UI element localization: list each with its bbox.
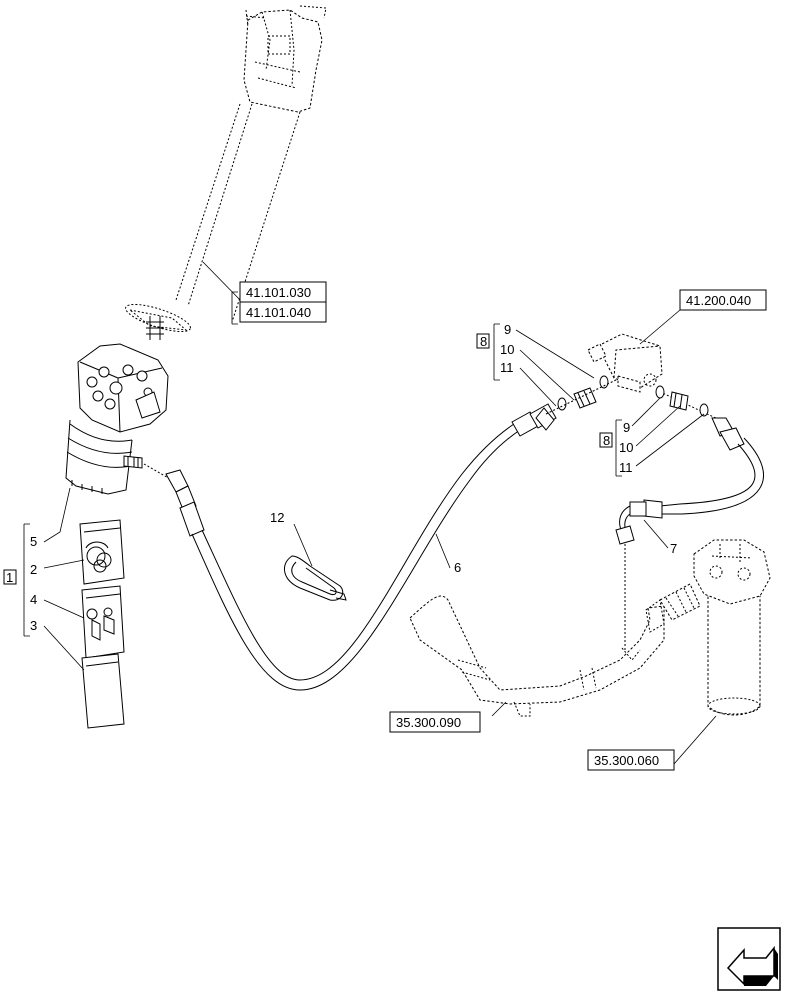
callout-5: 5 xyxy=(30,534,37,549)
steering-column xyxy=(125,5,327,340)
callout-6: 6 xyxy=(454,560,461,575)
callout-2: 2 xyxy=(30,562,37,577)
kit-box xyxy=(3,569,17,585)
callout-11-upper: 11 xyxy=(500,360,514,375)
callout-8-lower: 8 xyxy=(603,433,610,448)
fitting-set-upper-box xyxy=(476,333,490,349)
ref-label-35-300-060: 35.300.060 xyxy=(594,753,659,768)
return-tube xyxy=(409,595,665,717)
callout-8-upper: 8 xyxy=(480,334,487,349)
callout-4: 4 xyxy=(30,592,37,607)
small-parts-bag xyxy=(81,653,125,729)
arrow-left-icon[interactable] xyxy=(717,927,781,991)
ref-label-35-300-090: 35.300.090 xyxy=(396,715,461,730)
fitting-set-lower-box xyxy=(599,432,613,448)
callout-10-upper: 10 xyxy=(500,342,514,357)
hose-filter xyxy=(615,417,765,650)
ref-label-41-101-040: 41.101.040 xyxy=(246,305,311,320)
ref-box-41-101-040 xyxy=(239,301,327,323)
callout-11-lower: 11 xyxy=(619,460,633,475)
lower-fittings xyxy=(655,385,721,421)
valve-block xyxy=(587,333,663,393)
callout-10-lower: 10 xyxy=(619,440,633,455)
fittings-bag xyxy=(81,585,125,659)
ref-label-41-101-030: 41.101.030 xyxy=(246,285,311,300)
hose-clamp xyxy=(284,555,347,601)
callout-1: 1 xyxy=(6,570,13,585)
callout-3: 3 xyxy=(30,618,37,633)
steering-unit xyxy=(65,343,169,495)
callout-9-upper: 9 xyxy=(504,322,511,337)
callout-12: 12 xyxy=(270,510,284,525)
ref-box-41-200-040 xyxy=(679,289,767,311)
filter-assembly xyxy=(645,539,771,716)
seal-kit-bag xyxy=(79,519,125,585)
ref-label-41-200-040: 41.200.040 xyxy=(686,293,751,308)
callout-7: 7 xyxy=(670,541,677,556)
callout-9-lower: 9 xyxy=(623,420,630,435)
ref-box-35-300-060 xyxy=(587,749,675,771)
ref-box-35-300-090 xyxy=(389,711,481,733)
upper-fittings xyxy=(545,375,621,415)
hose-main xyxy=(143,403,557,691)
